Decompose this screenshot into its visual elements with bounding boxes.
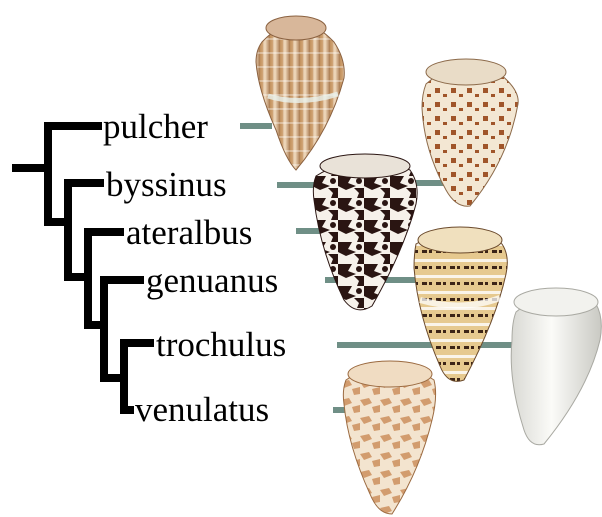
label-venulatus: venulatus xyxy=(135,390,269,429)
label-genuanus: genuanus xyxy=(146,261,278,300)
shell-byssinus-blackwhite xyxy=(313,154,417,310)
label-ateralbus: ateralbus xyxy=(126,213,252,252)
shell-pulcher xyxy=(256,16,344,170)
label-pulcher: pulcher xyxy=(103,107,208,146)
shell-trochulus xyxy=(511,288,601,445)
label-byssinus: byssinus xyxy=(106,165,227,204)
label-trochulus: trochulus xyxy=(156,325,286,364)
shell-genuanus xyxy=(414,227,507,381)
taxon-labels: pulcher byssinus ateralbus genuanus troc… xyxy=(103,107,286,429)
shell-venulatus xyxy=(343,361,435,514)
